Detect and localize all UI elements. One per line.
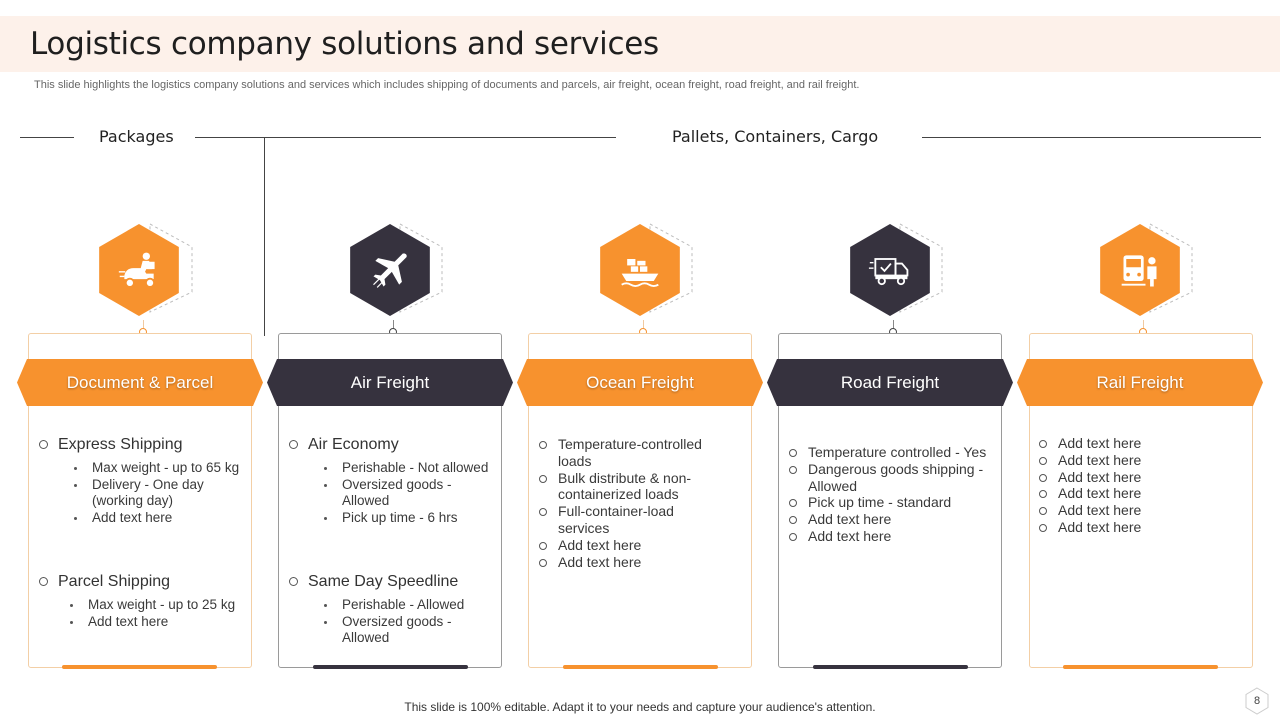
list-item: Oversized goods - Allowed [323,614,499,647]
service-list: Temperature controlled - Yes Dangerous g… [789,444,994,545]
list-item: Add text here [1039,485,1239,502]
list-item: Pick up time - standard [789,494,994,511]
service-list: Temperature-controlled loads Bulk distri… [539,436,709,570]
card-content: Add text here Add text here Add text her… [1039,435,1239,536]
list-item: Temperature controlled - Yes [789,444,994,461]
card-content: Temperature controlled - Yes Dangerous g… [789,444,994,545]
card-title-banner: Road Freight [767,359,1013,406]
page-subtitle: This slide highlights the logistics comp… [34,79,860,91]
list-item: Oversized goods - Allowed [323,477,499,510]
group-items: Max weight - up to 25 kg Add text here [39,597,249,630]
list-item: Perishable - Not allowed [323,460,499,477]
card-title-banner: Rail Freight [1017,359,1263,406]
list-item: Add text here [1039,452,1239,469]
list-item: Add text here [539,554,709,571]
group-heading: Express Shipping [39,435,249,454]
list-item: Temperature-controlled loads [539,436,709,470]
list-item: Add text here [539,537,709,554]
connector-stem [393,320,394,330]
list-item: Add text here [69,614,249,631]
list-item: Perishable - Allowed [323,597,499,614]
list-item: Pick up time - 6 hrs [323,510,499,527]
connector-stem [1143,320,1144,330]
page-number-text: 8 [1253,695,1261,707]
card-title-banner: Document & Parcel [17,359,263,406]
card-bottom-bar [563,665,718,669]
card-title-banner: Ocean Freight [517,359,763,406]
service-list: Add text here Add text here Add text her… [1039,435,1239,536]
group-heading: Same Day Speedline [289,572,499,591]
section-divider [264,137,265,336]
list-item: Full-container-load services [539,503,709,537]
list-item: Add text here [1039,519,1239,536]
card-bottom-bar [1063,665,1218,669]
list-item: Add text here [1039,502,1239,519]
delivery-truck-icon [868,258,909,286]
card-bottom-bar [813,665,968,669]
list-item: Max weight - up to 65 kg [73,460,249,477]
packages-line-right [195,137,616,138]
list-item: Add text here [73,510,249,527]
list-item: Add text here [789,511,994,528]
page-number-hex-icon [1245,687,1269,715]
group-items: Perishable - Allowed Oversized goods - A… [289,597,499,647]
page-title: Logistics company solutions and services [30,26,659,62]
packages-line-left [20,137,74,138]
connector-stem [143,320,144,330]
group-items: Max weight - up to 65 kg Delivery - One … [39,460,249,526]
card-content: Air Economy Perishable - Not allowed Ove… [289,435,499,526]
list-item: Bulk distribute & non-containerized load… [539,470,709,504]
ocean-freight-hex [600,224,680,316]
list-item: Max weight - up to 25 kg [69,597,249,614]
title-band [0,16,1280,72]
list-item: Dangerous goods shipping - Allowed [789,461,994,495]
section-label-cargo: Pallets, Containers, Cargo [672,127,879,146]
list-item: Add text here [1039,435,1239,452]
card-content-2: Parcel Shipping Max weight - up to 25 kg… [39,572,249,630]
card-content: Temperature-controlled loads Bulk distri… [539,436,709,570]
scooter-delivery-icon [118,252,156,288]
section-label-packages: Packages [99,127,174,146]
connector-stem [643,320,644,330]
card-title-banner: Air Freight [267,359,513,406]
list-item: Add text here [789,528,994,545]
cargo-ship-icon [621,259,659,287]
connector-stem [893,320,894,330]
page-number: 8 [1242,686,1272,716]
card-bottom-bar [313,665,468,669]
road-freight-hex [850,224,930,316]
list-item: Delivery - One day (working day) [73,477,249,510]
card-content: Express Shipping Max weight - up to 65 k… [39,435,249,526]
group-heading: Air Economy [289,435,499,454]
card-content-2: Same Day Speedline Perishable - Allowed … [289,572,499,647]
card-bottom-bar [62,665,217,669]
group-items: Perishable - Not allowed Oversized goods… [289,460,499,526]
cargo-line-right [922,137,1261,138]
group-heading: Parcel Shipping [39,572,249,591]
list-item: Add text here [1039,469,1239,486]
airplane-icon [373,253,407,288]
footer-note: This slide is 100% editable. Adapt it to… [404,700,876,714]
train-icon [1121,255,1157,287]
